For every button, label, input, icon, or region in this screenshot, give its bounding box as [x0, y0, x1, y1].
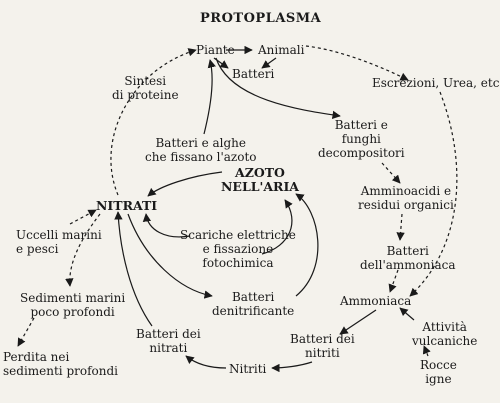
node-batteri-nitriti: Batteri dei nitriti — [290, 332, 355, 360]
node-scariche: Scariche elettriche e fissazione fotochi… — [180, 228, 296, 270]
arrow-batteriammoniaca-ammoniaca — [388, 269, 399, 293]
node-attivita: Attività vulcaniche — [412, 320, 478, 348]
node-sedimenti: Sedimenti marini poco profondi — [20, 291, 126, 319]
arrow-animali-batteri — [261, 57, 277, 69]
node-batteri-funghi: Batteri e funghi decompositori — [318, 118, 405, 160]
arrow-sedimenti-perdita — [17, 317, 35, 347]
node-escrezioni: Escrezioni, Urea, etc — [372, 76, 500, 90]
arrow-amminoacidi-batteriammoniaca — [396, 213, 405, 241]
node-batteri-top: Batteri — [232, 67, 275, 81]
arrow-nitriti-batterinitrati — [185, 355, 227, 369]
arrow-batterinitriti-nitriti — [271, 361, 313, 373]
node-batteri-alghe: Batteri e alghe che fissano l'azoto — [145, 136, 257, 164]
node-batteri-denitrificante: Batteri denitrificante — [212, 290, 295, 318]
node-nitriti: Nitriti — [229, 362, 267, 376]
arrow-nitrati-sedimenti — [65, 213, 101, 287]
arrow-alghe-piante — [203, 59, 216, 135]
arrow-scariche-azoto — [261, 199, 293, 255]
arrow-scariche-nitrati — [142, 213, 191, 238]
arrow-batterinitrati-nitrati — [114, 211, 153, 327]
arrow-ammoniaca-batterinitriti — [339, 309, 377, 335]
arrow-alghe-nitrati — [147, 171, 223, 197]
node-ammoniaca: Ammoniaca — [340, 294, 412, 308]
arrow-decompositori-amminoacidi — [381, 162, 401, 184]
arrow-piante-decompositori — [215, 57, 341, 120]
node-animali: Animali — [258, 43, 305, 57]
node-amminoacidi: Amminoacidi e residui organici — [358, 184, 454, 212]
node-perdita: Perdita nei sedimenti profondi — [3, 350, 119, 378]
arrow-nitrati-denitrificante — [127, 213, 213, 299]
node-piante: Piante — [196, 43, 235, 57]
arrow-escrezioni-ammoniaca — [409, 91, 458, 297]
node-nitrati: NITRATI — [96, 198, 158, 213]
node-rocce: Rocce igne — [420, 358, 457, 386]
title-protoplasma: PROTOPLASMA — [200, 11, 322, 26]
arrow-animali-escrezioni — [305, 45, 409, 81]
node-batteri-ammoniaca: Batteri dell'ammoniaca — [360, 244, 456, 272]
node-uccelli: Uccelli marini e pesci — [16, 228, 102, 256]
arrow-uccelli-nitrati — [69, 209, 97, 225]
node-azoto-aria: AZOTO NELL'ARIA — [221, 165, 299, 194]
arrow-denitrificante-azoto — [295, 193, 319, 297]
node-sintesi-proteine: Sintesi di proteine — [112, 74, 179, 102]
arrow-vulcaniche-ammoniaca — [399, 307, 415, 321]
arrow-rocce-vulcaniche — [422, 345, 431, 357]
arrow-nitrati-piante — [110, 48, 197, 196]
node-batteri-nitrati: Batteri dei nitrati — [136, 327, 201, 355]
